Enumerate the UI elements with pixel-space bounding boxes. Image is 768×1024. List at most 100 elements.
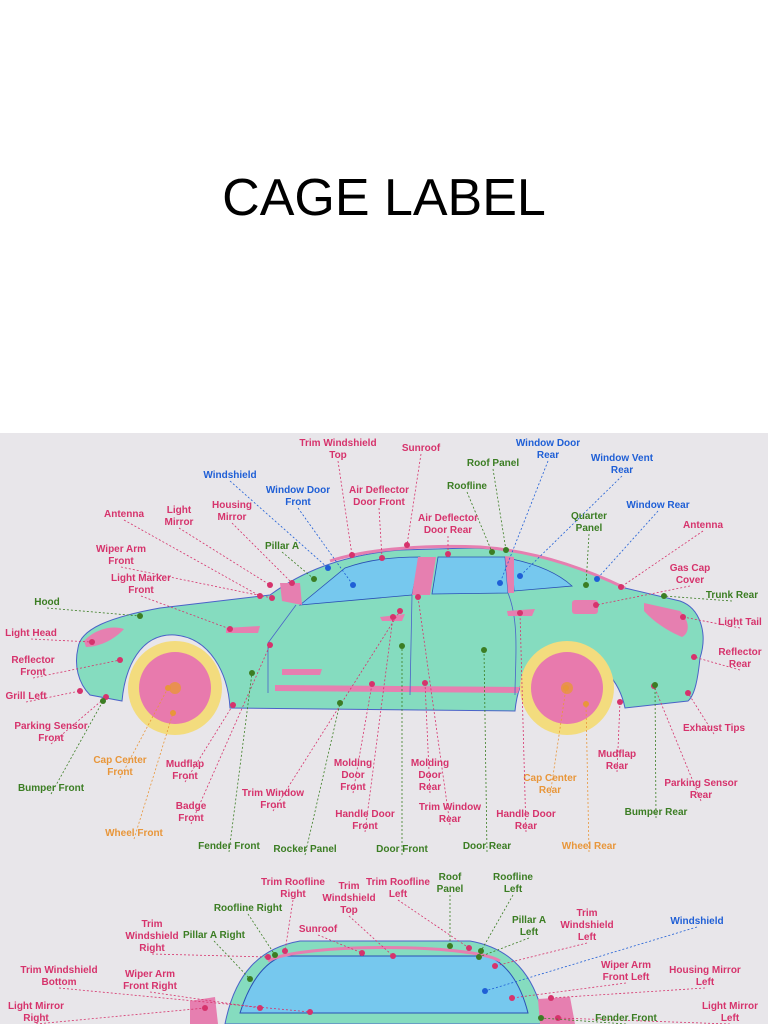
- side-point-grill-left: [77, 688, 83, 694]
- side-leader-windshield: [229, 480, 329, 569]
- pillar-c: [505, 556, 514, 593]
- side-label-exhaust-tips: Exhaust Tips: [683, 723, 745, 734]
- side-point-wheel-rear: [583, 701, 589, 707]
- rocker-trim: [275, 685, 520, 693]
- side-leader-door-rear: [483, 649, 488, 853]
- side-point-trim-windshield-top: [349, 552, 355, 558]
- side-leader-trim-windshield-top: [337, 460, 353, 556]
- front-label-sunroof: Sunroof: [299, 924, 338, 935]
- side-point-housing-mirror: [289, 580, 295, 586]
- front-point-trim-windshield-right: [265, 954, 271, 960]
- door-molding: [282, 669, 322, 675]
- side-point-quarter-panel: [583, 582, 589, 588]
- rear-side-window: [431, 556, 509, 595]
- side-leader-pillar-a: [281, 551, 315, 580]
- side-point-window-door-rear: [497, 580, 503, 586]
- taillight: [644, 603, 688, 637]
- front-leader-roofline-right: [247, 913, 276, 956]
- side-leader-antenna-front: [123, 519, 261, 597]
- side-point-fender-front: [249, 670, 255, 676]
- front-point-windshield: [482, 988, 488, 994]
- side-label-wheel-front: Wheel Front: [105, 828, 163, 839]
- gas-cap: [572, 600, 598, 614]
- front-leader-light-mirror-right: [35, 1007, 206, 1024]
- side-leader-antenna-rear: [620, 530, 704, 588]
- side-label-hood: Hood: [34, 597, 60, 608]
- side-leader-window-vent-rear: [519, 475, 623, 577]
- front-point-trim-roofline-right: [282, 948, 288, 954]
- side-leader-grill-left: [25, 690, 81, 703]
- front-label-fender-front: Fender Front: [595, 1013, 657, 1024]
- side-point-pillar-a: [311, 576, 317, 582]
- front-leader-roofline-left: [480, 894, 514, 952]
- side-label-windshield: Windshield: [203, 470, 256, 481]
- front-point-pillar-a-left: [476, 954, 482, 960]
- front-cap: [169, 682, 181, 694]
- side-label-light-tail: Light Tail: [718, 617, 762, 628]
- side-leader-parking-sensor-front: [50, 696, 107, 745]
- side-point-sunroof: [404, 542, 410, 548]
- side-point-bumper-front: [100, 698, 106, 704]
- side-mirror: [280, 583, 302, 605]
- side-label-antenna-rear: Antenna: [683, 520, 723, 531]
- side-point-gas-cap-cover: [593, 602, 599, 608]
- side-leader-mudflap-front: [184, 704, 234, 783]
- side-point-cap-center-rear: [563, 685, 569, 691]
- side-leader-rocker-panel: [304, 702, 341, 856]
- side-leader-handle-door-front: [364, 616, 394, 833]
- side-label-fender-front: Fender Front: [198, 841, 260, 852]
- pillar-b: [412, 557, 436, 595]
- vent-window: [511, 558, 573, 592]
- side-point-roof-panel: [503, 547, 509, 553]
- side-label-antenna-front: Antenna: [104, 509, 144, 520]
- side-point-trim-window-front: [397, 608, 403, 614]
- side-point-reflector-front: [117, 657, 123, 663]
- page-title: CAGE LABEL: [222, 169, 546, 227]
- side-point-antenna-rear: [618, 584, 624, 590]
- side-label-roof-panel: Roof Panel: [467, 458, 519, 469]
- side-leader-window-door-rear: [499, 460, 549, 584]
- side-leader-trim-window-front: [272, 610, 401, 812]
- front-leader-wiper-arm-front-right: [149, 991, 261, 1009]
- side-point-molding-door-rear: [422, 680, 428, 686]
- front-view-windshield: [239, 955, 529, 1014]
- side-point-reflector-rear: [691, 654, 697, 660]
- side-point-door-front: [399, 643, 405, 649]
- side-leader-wheel-rear: [585, 703, 590, 853]
- front-point-wiper-arm-front-right: [257, 1005, 263, 1011]
- side-leader-light-tail: [682, 616, 741, 629]
- side-leader-window-rear: [596, 510, 659, 580]
- side-leader-reflector-front: [32, 659, 121, 679]
- front-label-windshield: Windshield: [670, 916, 723, 927]
- side-label-light-head: Light Head: [5, 628, 57, 639]
- side-point-molding-door-front: [369, 681, 375, 687]
- mirror-left: [538, 997, 575, 1024]
- side-leader-cap-center-front: [119, 687, 169, 779]
- side-label-sunroof: Sunroof: [402, 443, 441, 454]
- side-leader-parking-sensor-rear: [653, 685, 702, 802]
- side-point-exhaust-tips: [685, 690, 691, 696]
